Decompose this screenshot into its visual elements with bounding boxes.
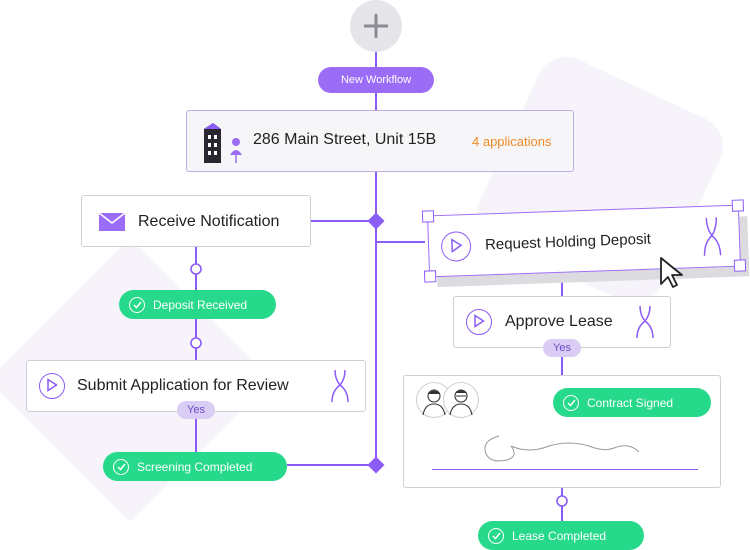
screening-completed-pill[interactable]: Screening Completed [103,452,287,481]
resize-handle-top-right[interactable] [731,199,745,212]
signature-line [432,469,698,470]
request-holding-deposit-node[interactable]: Request Holding Deposit [421,199,750,288]
avatar-2 [443,382,479,418]
check-icon [563,394,579,411]
contract-signed-pill[interactable]: Contract Signed [553,388,711,417]
submit-application-label: Submit Application for Review [77,377,289,394]
deposit-received-pill[interactable]: Deposit Received [119,290,276,319]
branch-icon [703,217,722,256]
building-icon [204,123,242,163]
contract-card[interactable]: Contract Signed [403,375,721,488]
play-icon [39,373,65,399]
lease-completed-label: Lease Completed [512,528,607,543]
yes-tag-review: Yes [177,401,215,419]
check-icon [129,296,145,313]
screening-completed-label: Screening Completed [137,459,253,474]
check-icon [488,527,504,544]
resize-handle-top-left[interactable] [421,210,435,223]
resize-handle-bottom-right[interactable] [733,259,747,272]
yes-tag-approve: Yes [543,339,581,357]
contract-signed-label: Contract Signed [587,395,674,410]
receive-notification-node[interactable]: Receive Notification [81,195,311,247]
add-step-button[interactable] [350,0,402,52]
play-icon [466,309,492,335]
request-holding-deposit-label: Request Holding Deposit [484,230,652,254]
applications-count[interactable]: 4 applications [472,134,552,149]
approve-lease-label: Approve Lease [505,313,613,330]
signature-icon [484,435,640,462]
property-address: 286 Main Street, Unit 15B [253,131,437,148]
play-icon [440,230,472,262]
deposit-received-label: Deposit Received [153,297,248,312]
branch-icon [331,369,349,403]
property-card[interactable]: 286 Main Street, Unit 15B 4 applications [186,110,574,172]
lease-completed-pill[interactable]: Lease Completed [478,521,644,550]
mail-icon [98,212,126,231]
branch-icon [636,305,654,339]
plus-icon [364,14,388,38]
cursor-icon [660,257,683,288]
receive-notification-label: Receive Notification [138,213,280,230]
check-icon [113,458,129,475]
resize-handle-bottom-left[interactable] [423,270,437,283]
new-workflow-badge[interactable]: New Workflow [318,67,434,93]
